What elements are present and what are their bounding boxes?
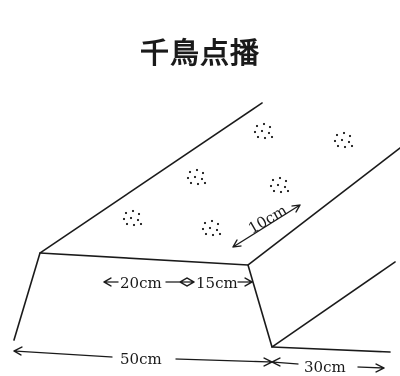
arrowhead-left-icon [232, 239, 242, 248]
ridge-right-slope [247, 264, 273, 348]
arrow-10cm [232, 204, 301, 248]
arrowhead-right-icon [263, 357, 273, 367]
arrowhead-left-icon [179, 277, 188, 287]
arrowhead-left-icon [13, 346, 23, 356]
arrowhead-right-icon [244, 277, 253, 287]
arrow-30cm-right-shaft [357, 366, 385, 369]
ridge-top-near-edge [39, 252, 249, 266]
arrowhead-right-icon [375, 363, 385, 373]
seed-cluster [269, 176, 290, 194]
seed-cluster [201, 219, 222, 237]
arrowhead-right-icon [186, 277, 195, 287]
label-15cm: 15cm [196, 274, 238, 292]
label-50cm: 50cm [120, 350, 162, 368]
ridge-top-back-edge [39, 102, 263, 254]
arrow-50cm-right-shaft [175, 358, 273, 363]
label-30cm: 30cm [304, 358, 346, 376]
arrow-50cm-left-shaft [13, 350, 113, 358]
arrowhead-right-icon [291, 204, 301, 213]
ridge-lower-edge [271, 261, 396, 348]
label-20cm: 20cm [120, 274, 162, 292]
seed-cluster [333, 131, 354, 149]
diagram-title: 千鳥点播 [139, 36, 260, 70]
label-10cm: 10cm [245, 201, 290, 237]
seed-cluster [186, 168, 207, 186]
arrowhead-left-icon [271, 357, 281, 367]
ground-line [271, 346, 391, 353]
arrow-30cm-left-shaft [271, 361, 299, 365]
seed-clusters [122, 122, 354, 237]
arrowhead-left-icon [103, 277, 112, 287]
ridge-top-front-edge [247, 147, 400, 266]
ridge-left-slope [13, 252, 41, 341]
seed-cluster [253, 122, 274, 140]
seed-cluster [122, 209, 143, 227]
